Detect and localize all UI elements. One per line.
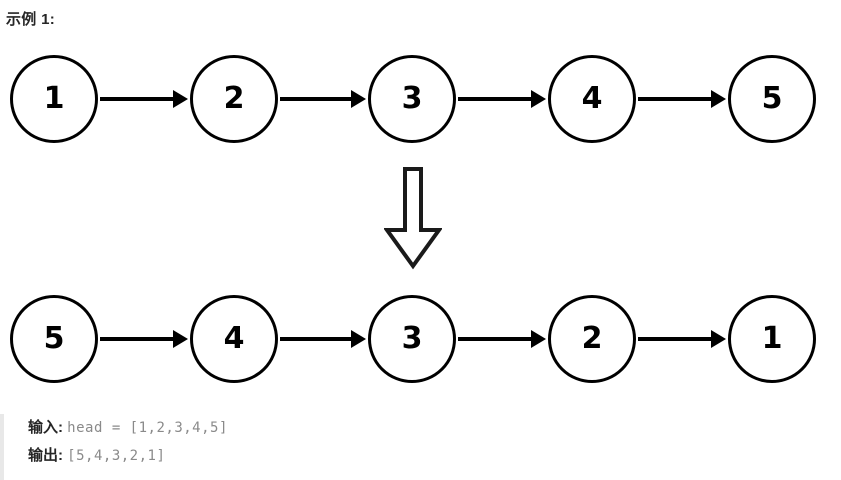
- link-arrow-icon: [638, 90, 726, 108]
- arrow-shaft: [458, 337, 533, 341]
- arrow-head: [711, 90, 726, 108]
- node-value: 3: [401, 81, 423, 116]
- link-arrow-icon: [280, 330, 366, 348]
- node-value: 3: [401, 321, 423, 356]
- link-arrow-icon: [100, 330, 188, 348]
- arrow-shaft: [458, 97, 533, 101]
- reversed-list-row: 5 4 3 2 1: [0, 295, 841, 389]
- node-value: 5: [43, 321, 65, 356]
- arrow-head: [711, 330, 726, 348]
- list-node: 3: [368, 295, 456, 383]
- input-label: 输入:: [28, 419, 63, 436]
- arrow-shaft: [638, 337, 713, 341]
- node-value: 1: [761, 321, 783, 356]
- input-line: 输入: head = [1,2,3,4,5]: [28, 414, 841, 442]
- arrow-head: [351, 330, 366, 348]
- arrow-head: [173, 330, 188, 348]
- input-value: head = [1,2,3,4,5]: [67, 420, 228, 436]
- linked-list-diagram: 1 2 3 4 5: [0, 40, 841, 410]
- io-block: 输入: head = [1,2,3,4,5] 输出: [5,4,3,2,1]: [0, 414, 841, 480]
- output-value: [5,4,3,2,1]: [67, 448, 166, 464]
- list-node: 1: [728, 295, 816, 383]
- list-node: 2: [190, 55, 278, 143]
- node-value: 4: [223, 321, 245, 356]
- output-label: 输出:: [28, 447, 63, 464]
- link-arrow-icon: [638, 330, 726, 348]
- link-arrow-icon: [458, 90, 546, 108]
- arrow-head: [531, 330, 546, 348]
- list-node: 3: [368, 55, 456, 143]
- arrow-head: [173, 90, 188, 108]
- output-line: 输出: [5,4,3,2,1]: [28, 442, 841, 470]
- arrow-shaft: [638, 97, 713, 101]
- link-arrow-icon: [100, 90, 188, 108]
- node-value: 5: [761, 81, 783, 116]
- list-node: 4: [548, 55, 636, 143]
- link-arrow-icon: [280, 90, 366, 108]
- original-list-row: 1 2 3 4 5: [0, 55, 841, 149]
- list-node: 1: [10, 55, 98, 143]
- arrow-shaft: [280, 97, 353, 101]
- list-node: 4: [190, 295, 278, 383]
- arrow-head: [531, 90, 546, 108]
- arrow-shaft: [100, 97, 175, 101]
- example-heading: 示例 1:: [6, 11, 56, 28]
- node-value: 2: [223, 81, 245, 116]
- node-value: 4: [581, 81, 603, 116]
- link-arrow-icon: [458, 330, 546, 348]
- list-node: 5: [10, 295, 98, 383]
- list-node: 5: [728, 55, 816, 143]
- node-value: 2: [581, 321, 603, 356]
- arrow-shaft: [280, 337, 353, 341]
- arrow-head: [351, 90, 366, 108]
- down-arrow-icon: [384, 166, 442, 270]
- arrow-shaft: [100, 337, 175, 341]
- node-value: 1: [43, 81, 65, 116]
- list-node: 2: [548, 295, 636, 383]
